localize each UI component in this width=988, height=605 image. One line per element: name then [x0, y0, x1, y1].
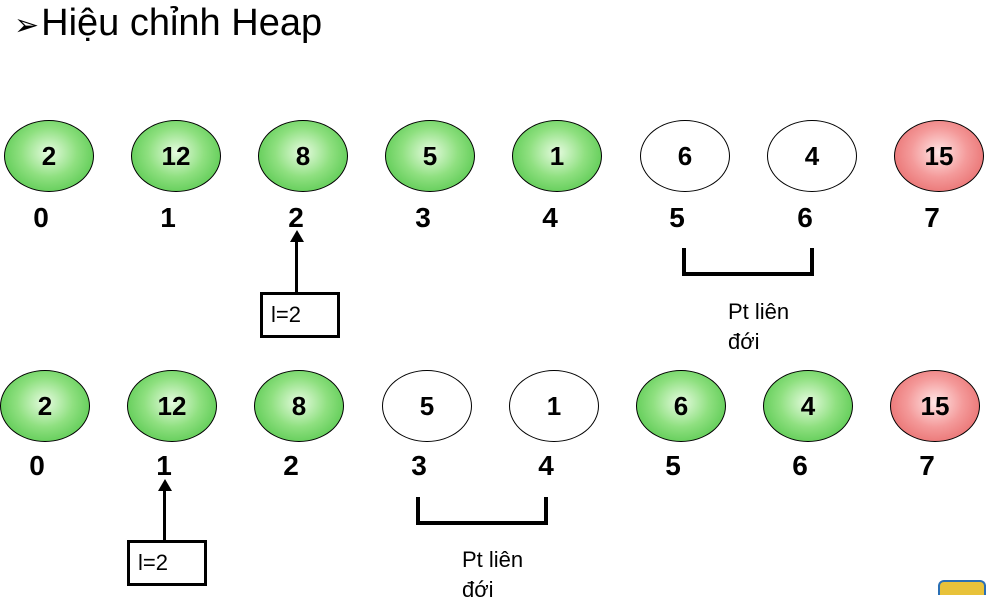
array-node: 4	[763, 370, 853, 442]
arrow-up-icon	[290, 230, 304, 242]
sibling-bracket	[416, 497, 548, 525]
sibling-note-line2: đới	[462, 577, 494, 602]
index-label: 0	[33, 202, 49, 233]
array-node: 1	[509, 370, 599, 442]
slide-title-text: Hiệu chỉnh Heap	[41, 2, 323, 44]
arrow-up-icon	[158, 479, 172, 491]
array-node: 8	[258, 120, 348, 192]
index-label: 3	[411, 450, 427, 481]
index-label: 6	[792, 450, 808, 481]
sibling-note-line1: Pt liên	[728, 299, 790, 324]
index-label: 4	[542, 202, 558, 233]
index-label: 2	[288, 202, 304, 233]
index-label: 7	[924, 202, 940, 233]
pointer-line	[295, 240, 298, 293]
slide-title: ➢Hiệu chỉnh Heap	[14, 2, 322, 45]
array-node: 12	[127, 370, 217, 442]
index-label: 5	[669, 202, 685, 233]
pointer-label-box: l=2	[260, 292, 340, 338]
index-label: 7	[919, 450, 935, 481]
array-node: 15	[894, 120, 984, 192]
sibling-note-line2: đới	[728, 329, 760, 354]
index-label: 1	[160, 202, 176, 233]
school-logo-icon	[938, 580, 986, 595]
index-label: 4	[538, 450, 554, 481]
array-node: 1	[512, 120, 602, 192]
array-node: 6	[636, 370, 726, 442]
pointer-label-box: l=2	[127, 540, 207, 586]
sibling-note-line1: Pt liên	[462, 547, 524, 572]
array-node: 6	[640, 120, 730, 192]
index-label: 6	[797, 202, 813, 233]
sibling-bracket	[682, 248, 814, 276]
array-node: 5	[385, 120, 475, 192]
sibling-note: Pt liên đới	[728, 297, 838, 357]
sibling-note: Pt liên đới	[462, 545, 572, 605]
array-node: 5	[382, 370, 472, 442]
array-node: 8	[254, 370, 344, 442]
index-label: 2	[283, 450, 299, 481]
array-node: 4	[767, 120, 857, 192]
index-label: 5	[665, 450, 681, 481]
pointer-line	[163, 489, 166, 541]
array-node: 15	[890, 370, 980, 442]
array-node: 2	[4, 120, 94, 192]
index-label: 0	[29, 450, 45, 481]
index-label: 1	[156, 450, 172, 481]
array-node: 12	[131, 120, 221, 192]
index-label: 3	[415, 202, 431, 233]
array-node: 2	[0, 370, 90, 442]
arrow-bullet-icon: ➢	[14, 9, 40, 42]
